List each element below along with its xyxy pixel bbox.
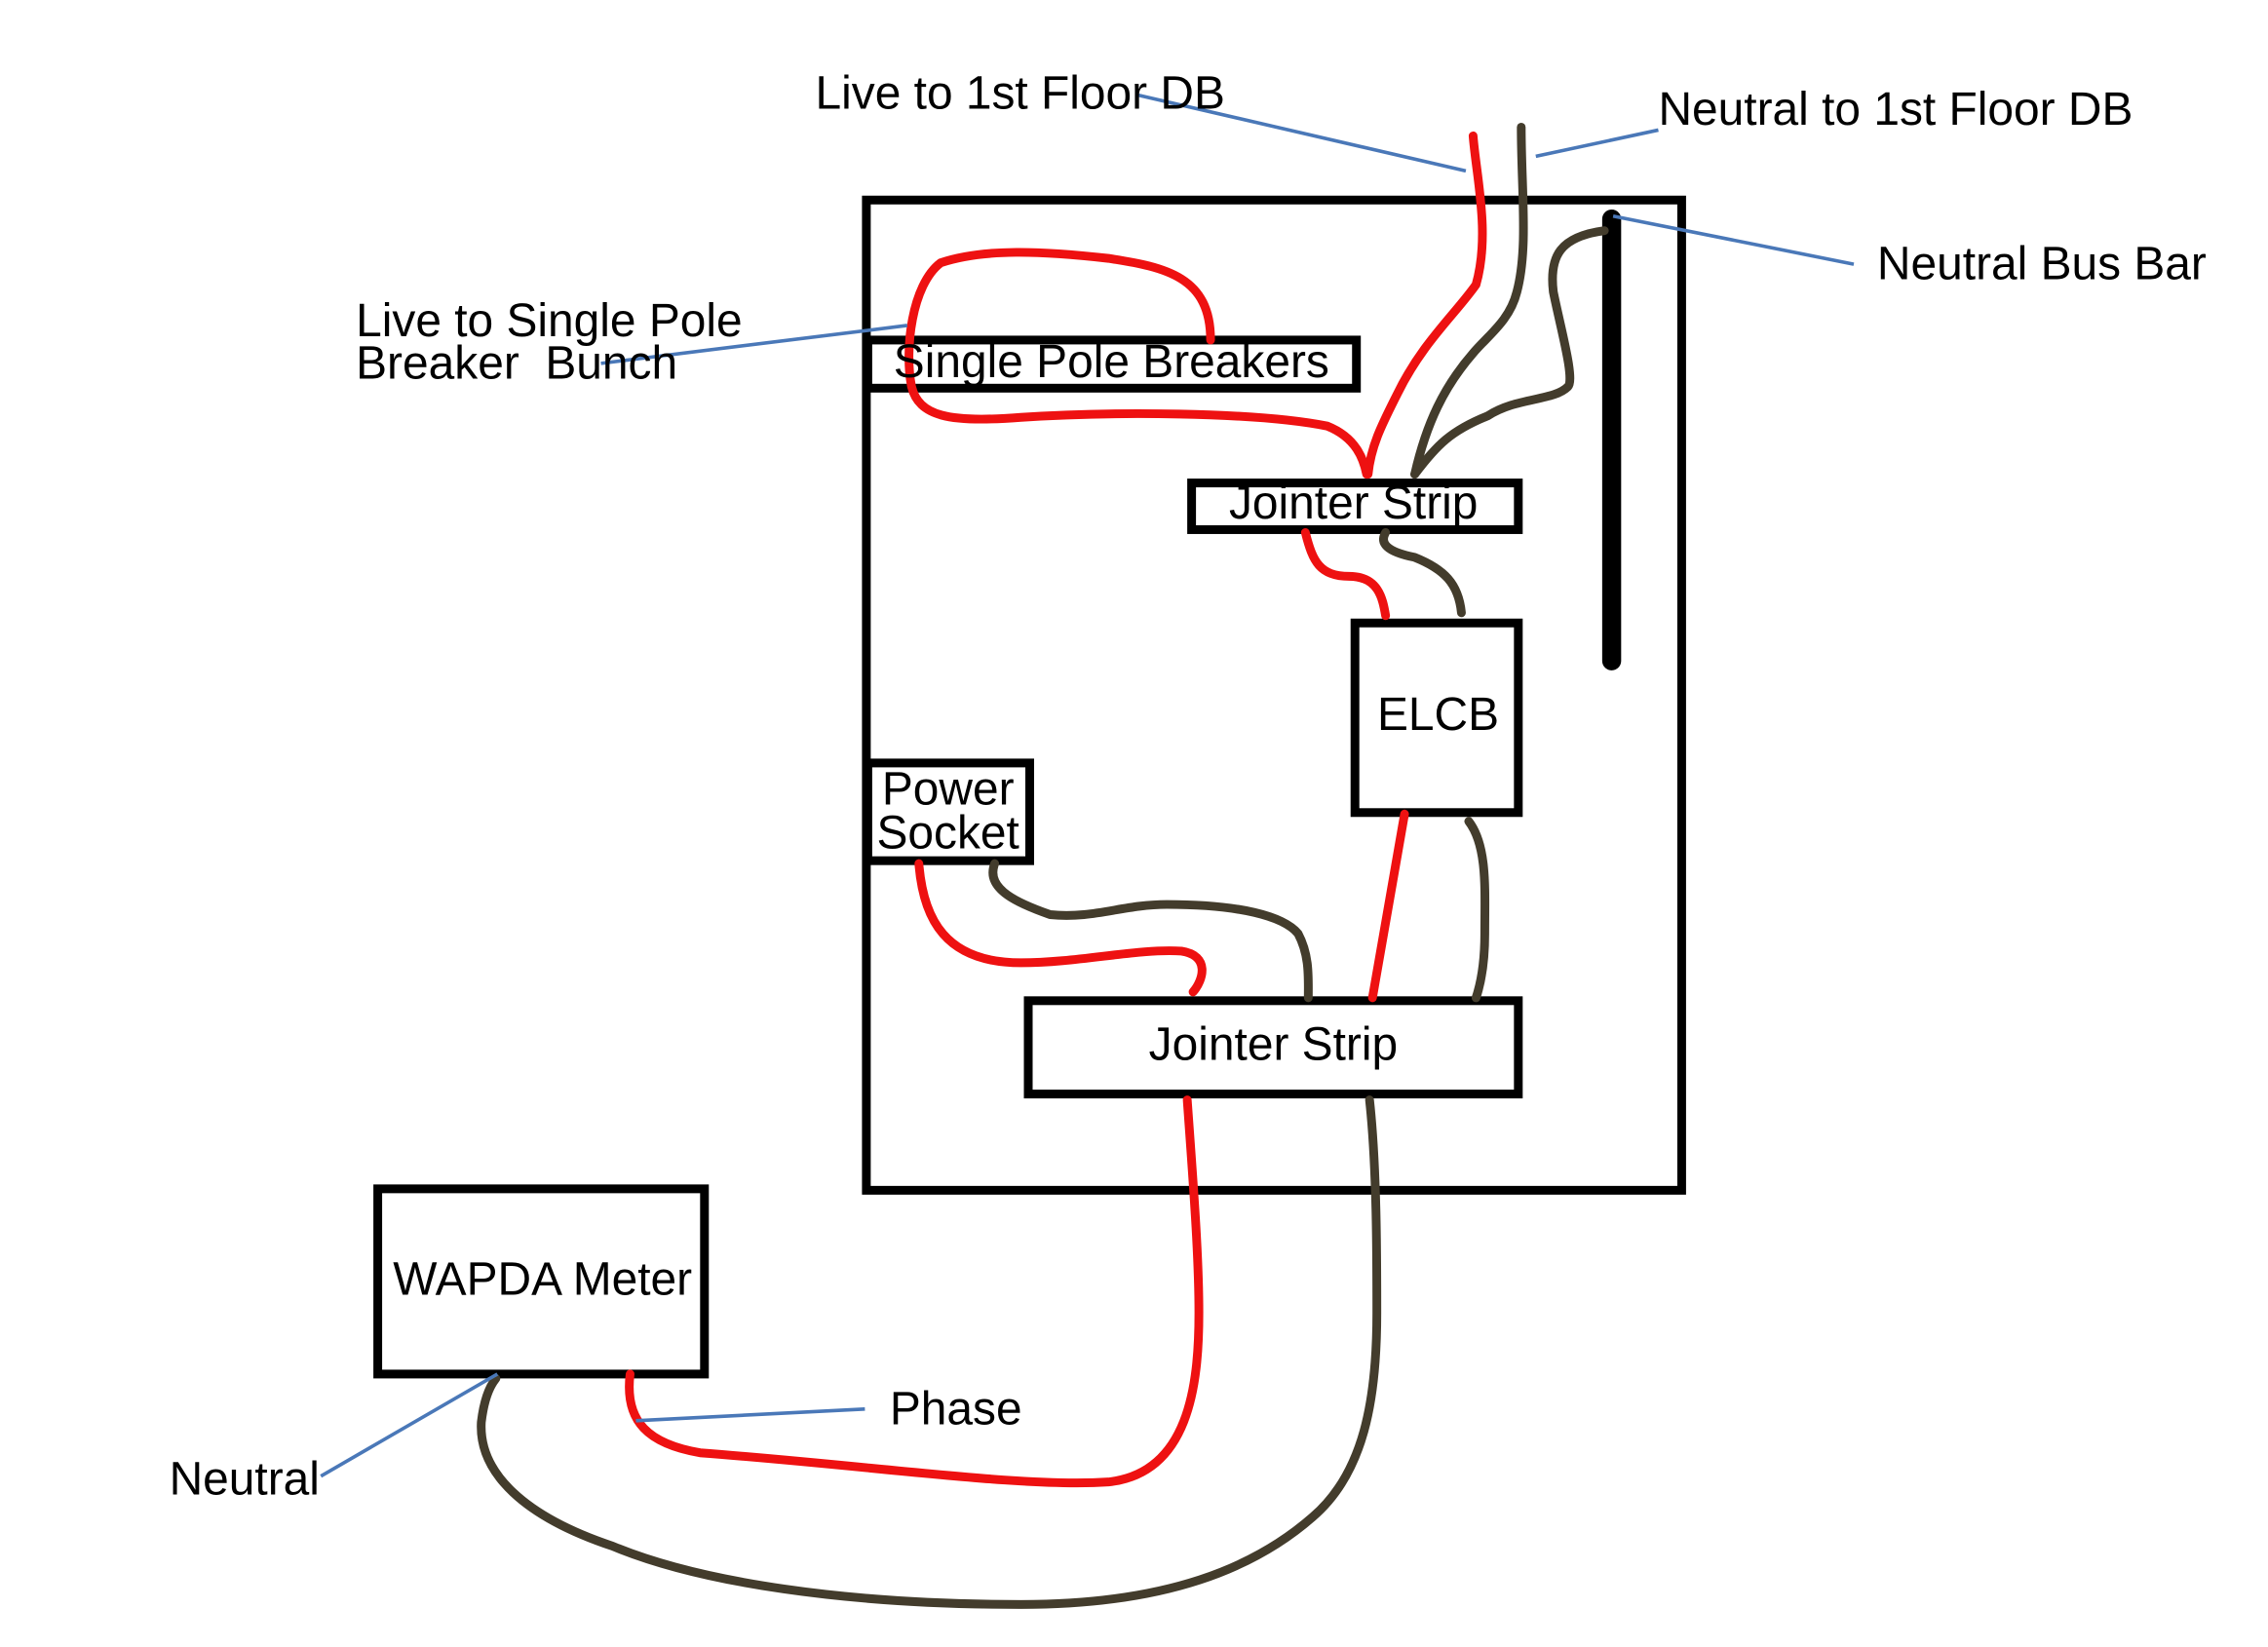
annotation-neutral: Neutral [170,1453,320,1505]
neutral-wire-socket-to-jointer [988,859,1313,1003]
jointer-strip-top-label: Jointer Strip [1229,478,1478,529]
wapda-meter-box [373,1184,710,1379]
live-wire-jointer-to-elcb [1300,527,1391,621]
annotation-live-to-breakers-line2: Breaker Bunch [356,337,677,389]
neutral-wire-elcb-to-jointer [1464,817,1490,1003]
leader-live-to-first-floor [1136,93,1467,173]
annotation-phase: Phase [890,1383,1022,1435]
annotation-live-to-breakers-line1: Live to Single Pole [356,295,743,347]
live-wire-breaker-loop [904,248,1371,479]
neutral-wires [477,122,1609,1609]
live-wire-socket-to-jointer [914,859,1207,997]
elcb-label: ELCB [1377,689,1499,741]
annotation-neutral-to-first-floor: Neutral to 1st Floor DB [1658,84,2133,135]
leader-neutral-to-first-floor [1535,128,1659,159]
annotation-live-to-first-floor: Live to 1st Floor DB [816,68,1225,120]
leader-neutral-bus-bar [1612,213,1855,266]
live-wire-elcb-to-jointer [1367,809,1409,1003]
leader-phase [635,1407,865,1423]
neutral-wire-to-meter [477,1095,1382,1609]
neutral-wire-to-first-floor [1410,122,1528,479]
jointer-strip-bottom-box [1023,996,1523,1099]
power-socket-label-line2: Socket [877,807,1019,859]
power-socket-label-line1: Power [882,763,1015,815]
single-pole-breakers-box [863,335,1362,393]
live-wires [625,131,1487,1488]
annotation-leaders [320,93,1855,1478]
neutral-wire-bus-bar-link [1410,226,1609,479]
jointer-strip-top-box [1187,479,1523,534]
distribution-board-enclosure [862,195,1686,1195]
single-pole-breakers-label: Single Pole Breakers [894,336,1329,388]
leader-neutral [320,1372,499,1478]
power-socket-box [863,758,1034,865]
elcb-box [1350,618,1523,818]
live-wire-phase-to-meter [625,1095,1204,1488]
annotation-neutral-bus-bar: Neutral Bus Bar [1877,239,2207,290]
leader-live-to-breakers [600,324,908,365]
live-wire-to-first-floor [1364,131,1487,479]
jointer-strip-bottom-label: Jointer Strip [1149,1018,1398,1070]
neutral-wire-jointer-to-elcb [1379,527,1466,618]
wapda-meter-label: WAPDA Meter [393,1253,692,1305]
